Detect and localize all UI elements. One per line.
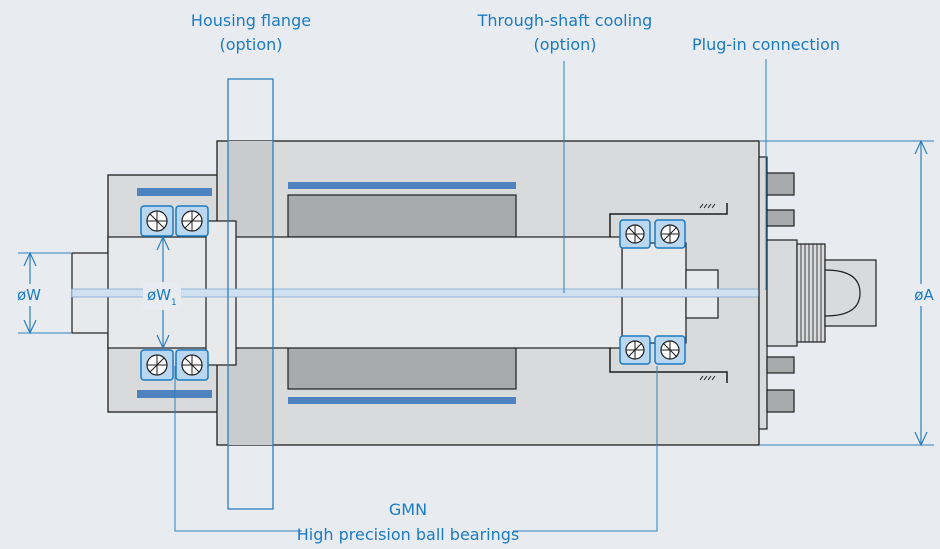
- label-through-shaft-cooling-option: (option): [533, 35, 596, 54]
- leader-bearings-left: [174, 366, 302, 532]
- spring-bottom: [699, 375, 716, 381]
- stator-bottom: [287, 346, 517, 390]
- label-diameter-w1: øW1: [147, 286, 177, 308]
- label-gmn: GMN: [389, 500, 427, 519]
- label-bearings: High precision ball bearings: [297, 525, 520, 544]
- connector-tab-2: [766, 209, 795, 227]
- leader-bearings-right: [513, 366, 658, 532]
- ball-bearing-rear-bottom-1: [619, 335, 651, 365]
- plug-body: [766, 239, 798, 347]
- stator-bar-top: [288, 182, 516, 189]
- label-housing-flange: Housing flange: [191, 11, 311, 30]
- stator-bar-bottom: [288, 397, 516, 404]
- rear-bearing-cover-bottom: [609, 348, 728, 383]
- label-diameter-w: øW: [17, 286, 41, 304]
- plug-knurl-lines: [800, 244, 822, 342]
- label-plug-in-connection: Plug-in connection: [692, 35, 840, 54]
- plug-knurl: [796, 243, 826, 343]
- connector-tab-4: [766, 389, 795, 413]
- spring-top: [699, 203, 716, 209]
- stator-top: [287, 194, 517, 238]
- connector-tab-1: [766, 172, 795, 196]
- ball-bearing-rear-top-2: [654, 219, 686, 249]
- ball-bearing-front-top-1: [140, 205, 174, 237]
- ball-bearing-rear-top-1: [619, 219, 651, 249]
- connector-tab-3: [766, 356, 795, 374]
- label-through-shaft-cooling: Through-shaft cooling: [477, 11, 653, 30]
- housing-flange: [227, 78, 274, 510]
- label-housing-flange-option: (option): [219, 35, 282, 54]
- label-diameter-a: øA: [914, 286, 934, 304]
- ball-bearing-front-bottom-2: [175, 349, 209, 381]
- rear-bearing-cover-top: [609, 203, 728, 237]
- ball-bearing-front-bottom-1: [140, 349, 174, 381]
- ball-bearing-rear-bottom-2: [654, 335, 686, 365]
- front-bearing-spacer-top: [137, 188, 212, 196]
- plug-dome: [824, 269, 861, 317]
- plug-nut: [824, 259, 877, 327]
- ball-bearing-front-top-2: [175, 205, 209, 237]
